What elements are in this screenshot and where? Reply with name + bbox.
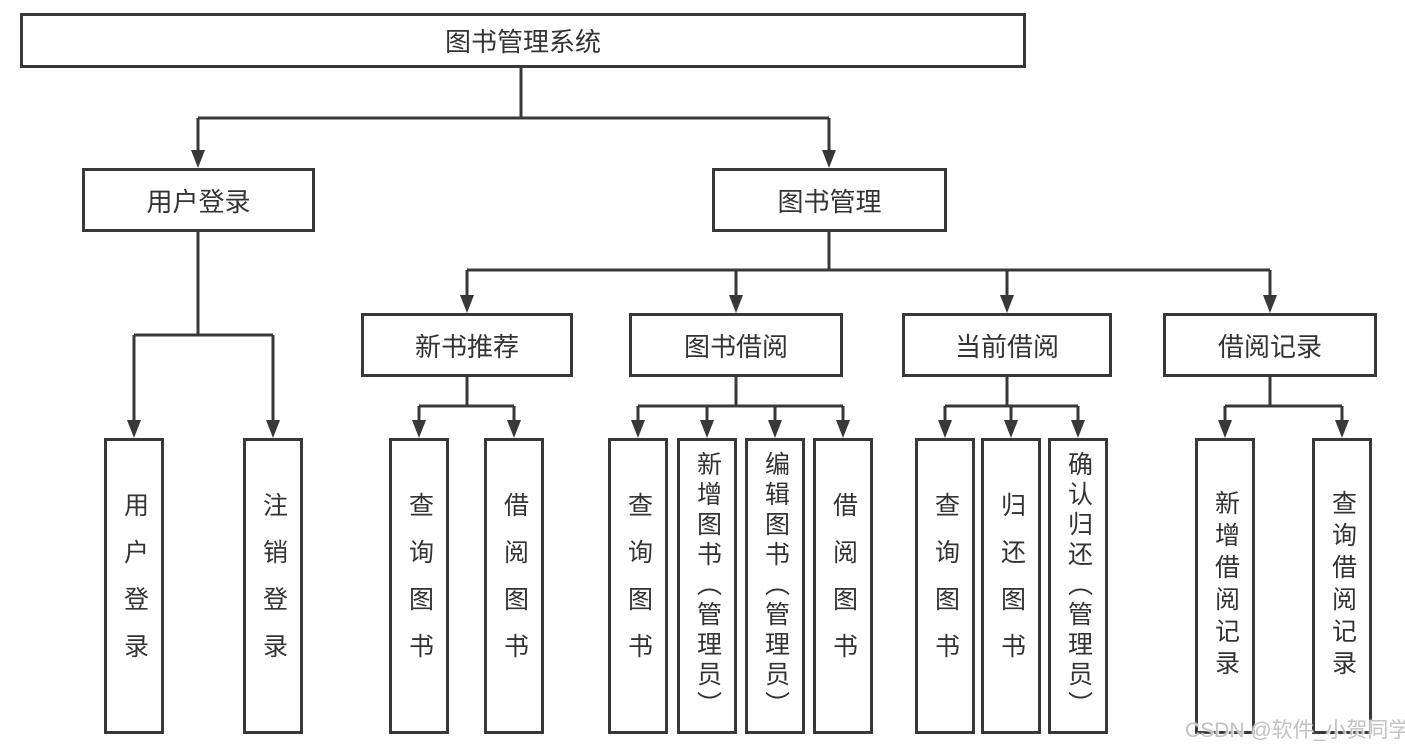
node-user-login-label: 用户登录 (146, 186, 251, 217)
node-borrow-records: 借阅记录 (1163, 313, 1377, 377)
leaf-add-borrow-record: 新增借阅记录 (1195, 438, 1255, 734)
leaf-query-books-current: 查询图书 (915, 438, 975, 734)
node-borrow-records-label: 借阅记录 (1217, 331, 1322, 362)
arrowheads (127, 150, 1349, 438)
node-book-management: 图书管理 (712, 168, 947, 232)
leaf-logout-label: 注销登录 (259, 492, 288, 680)
leaf-user-login: 用户登录 (104, 438, 164, 734)
leaf-add-books-admin-label: 新增图书（管理员） (693, 451, 722, 721)
leaf-return-books-label: 归还图书 (997, 492, 1026, 680)
leaf-query-books-recommend-label: 查询图书 (405, 492, 434, 680)
leaf-borrow-books-label: 借阅图书 (829, 492, 858, 680)
node-root: 图书管理系统 (20, 13, 1026, 68)
leaf-query-books-borrow: 查询图书 (608, 438, 668, 734)
leaf-return-books: 归还图书 (981, 438, 1041, 734)
leaf-query-books-recommend: 查询图书 (389, 438, 449, 734)
leaf-borrow-books: 借阅图书 (813, 438, 873, 734)
csdn-watermark: CSDN @软件_小贺同学 (1185, 719, 1405, 742)
node-current-borrow-label: 当前借阅 (954, 331, 1059, 362)
leaf-edit-books-admin-label: 编辑图书（管理员） (761, 451, 790, 721)
node-book-borrow-label: 图书借阅 (683, 331, 788, 362)
node-user-login: 用户登录 (82, 168, 315, 232)
leaf-query-borrow-record: 查询借阅记录 (1312, 438, 1372, 734)
leaf-logout: 注销登录 (243, 438, 303, 734)
leaf-confirm-return-admin: 确认归还（管理员） (1048, 438, 1108, 734)
leaf-edit-books-admin: 编辑图书（管理员） (745, 438, 805, 734)
leaf-query-books-borrow-label: 查询图书 (624, 492, 653, 680)
leaf-borrow-books-recommend-label: 借阅图书 (500, 492, 529, 680)
node-book-borrow: 图书借阅 (629, 313, 843, 377)
node-new-book-recommend-label: 新书推荐 (414, 331, 519, 362)
node-root-label: 图书管理系统 (444, 27, 601, 57)
node-current-borrow: 当前借阅 (902, 313, 1112, 377)
leaf-add-borrow-record-label: 新增借阅记录 (1211, 490, 1240, 682)
leaf-add-books-admin: 新增图书（管理员） (677, 438, 737, 734)
leaf-query-books-current-label: 查询图书 (931, 492, 960, 680)
leaf-borrow-books-recommend: 借阅图书 (484, 438, 544, 734)
leaf-user-login-label: 用户登录 (120, 492, 149, 680)
node-new-book-recommend: 新书推荐 (361, 313, 573, 377)
leaf-confirm-return-admin-label: 确认归还（管理员） (1064, 451, 1093, 721)
node-book-management-label: 图书管理 (777, 186, 882, 217)
leaf-query-borrow-record-label: 查询借阅记录 (1328, 490, 1357, 682)
